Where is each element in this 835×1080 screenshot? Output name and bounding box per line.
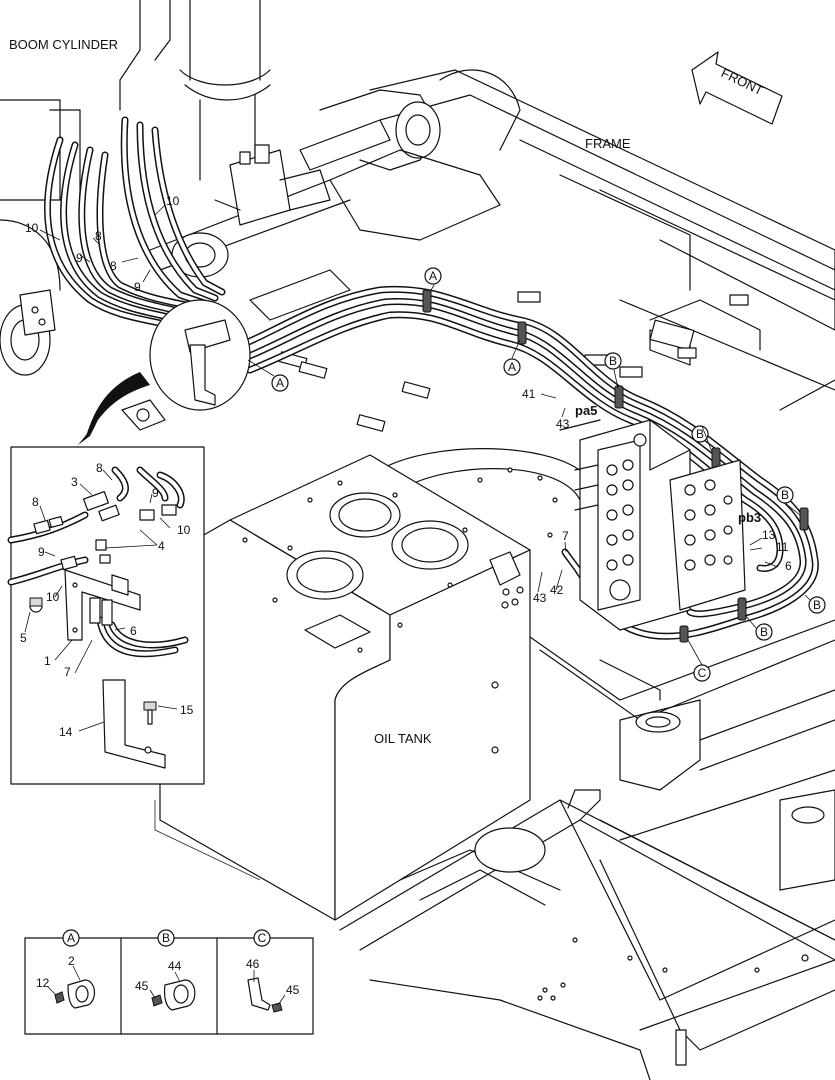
clip-panel-header-a: A: [62, 929, 80, 947]
front-arrow: FRONT: [691, 51, 783, 125]
svg-text:B: B: [696, 427, 704, 441]
clip-panel-header-c: C: [253, 929, 271, 947]
clip-marker-b-4: B: [808, 596, 826, 614]
svg-text:B: B: [760, 625, 768, 639]
clip-panel-header-b: B: [157, 929, 175, 947]
svg-text:B: B: [609, 354, 617, 368]
port-pb3-label: pb3: [738, 510, 761, 525]
svg-text:A: A: [508, 360, 516, 374]
clip-marker-a-2: A: [503, 358, 521, 376]
part-number: 1: [44, 654, 51, 668]
part-number: 14: [59, 725, 73, 739]
svg-text:A: A: [276, 376, 284, 390]
clip-detail-panel: [24, 937, 314, 1035]
detail-inset: [7, 446, 205, 785]
detail-magnifier: [78, 299, 251, 445]
part-number: 43: [556, 417, 570, 431]
part-number: 4: [158, 539, 165, 553]
part-number: 7: [64, 665, 71, 679]
part-number: 13: [762, 528, 776, 542]
frame-structure: [149, 69, 835, 1080]
boom-cylinder-label: BOOM CYLINDER: [9, 37, 118, 52]
clip-marker-b-3: B: [776, 486, 794, 504]
part-number: 42: [550, 583, 564, 597]
svg-text:B: B: [781, 488, 789, 502]
part-number: 9: [76, 251, 83, 265]
part-number: 41: [522, 387, 536, 401]
part-number: 45: [286, 983, 300, 997]
part-number: 8: [95, 229, 102, 243]
part-numbers: 10 8 9 10 8 9 41 43 7 42 43 13 11 6 8 3 …: [20, 194, 792, 997]
clip-marker-b-1: B: [604, 352, 622, 370]
part-number: 10: [166, 194, 180, 208]
oil-tank: [159, 454, 531, 921]
part-number: 5: [20, 631, 27, 645]
part-number: 11: [776, 540, 789, 554]
part-number: 9: [134, 280, 141, 294]
part-number: 44: [168, 959, 182, 973]
part-number: 6: [130, 624, 137, 638]
svg-text:A: A: [429, 269, 437, 283]
svg-text:B: B: [813, 598, 821, 612]
clip-marker-c-1: C: [693, 664, 711, 682]
svg-text:C: C: [258, 931, 267, 945]
svg-text:A: A: [67, 931, 75, 945]
svg-text:C: C: [698, 666, 707, 680]
part-number: 45: [135, 979, 149, 993]
part-number: 43: [533, 591, 547, 605]
svg-text:B: B: [162, 931, 170, 945]
main-control-valve: [574, 419, 746, 631]
boom-cylinder: [0, 0, 331, 376]
port-pa5-label: pa5: [575, 403, 597, 418]
frame-label: FRAME: [585, 136, 631, 151]
part-number: 8: [96, 461, 103, 475]
clip-marker-b-2: B: [691, 425, 709, 443]
part-number: 15: [180, 703, 194, 717]
clip-marker-b-5: B: [755, 623, 773, 641]
part-number: 2: [68, 954, 75, 968]
part-number: 8: [110, 259, 117, 273]
clip-marker-a-1: A: [424, 267, 442, 285]
part-number: 12: [36, 976, 50, 990]
part-number: 9: [38, 545, 45, 559]
part-number: 7: [562, 529, 569, 543]
part-number: 10: [46, 590, 60, 604]
clip-markers: A A A B B B B B C A B C: [62, 267, 826, 947]
oil-tank-label: OIL TANK: [374, 731, 432, 746]
part-number: 3: [71, 475, 78, 489]
part-number: 46: [246, 957, 260, 971]
part-number: 10: [25, 221, 39, 235]
leader-lines: [24, 204, 811, 1006]
part-number: 6: [785, 559, 792, 573]
clip-marker-a-3: A: [271, 374, 289, 392]
part-number: 9: [152, 486, 159, 500]
part-number: 10: [177, 523, 191, 537]
part-number: 8: [32, 495, 39, 509]
